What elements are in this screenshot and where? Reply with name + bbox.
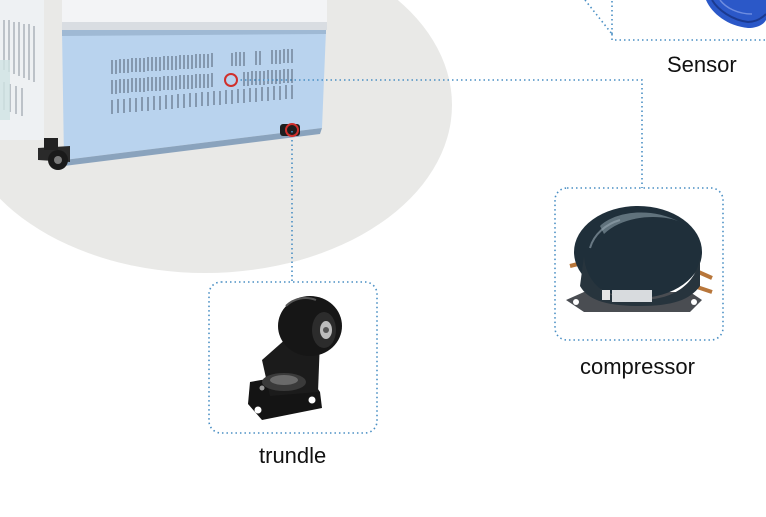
sensor-image — [706, 0, 766, 28]
connector-compressor — [236, 79, 643, 188]
compressor-image — [566, 206, 713, 312]
compressor-marker — [224, 73, 238, 87]
compressor-caption: compressor — [580, 354, 695, 379]
trundle-marker — [285, 123, 299, 137]
cabinet-image — [0, 0, 327, 170]
sensor-box-border — [611, 34, 766, 41]
connector-sensor — [584, 0, 613, 35]
connector-lines — [236, 0, 766, 282]
trundle-caption: trundle — [259, 443, 327, 468]
trundle-image — [248, 296, 342, 420]
sensor-caption: Sensor — [667, 52, 737, 77]
